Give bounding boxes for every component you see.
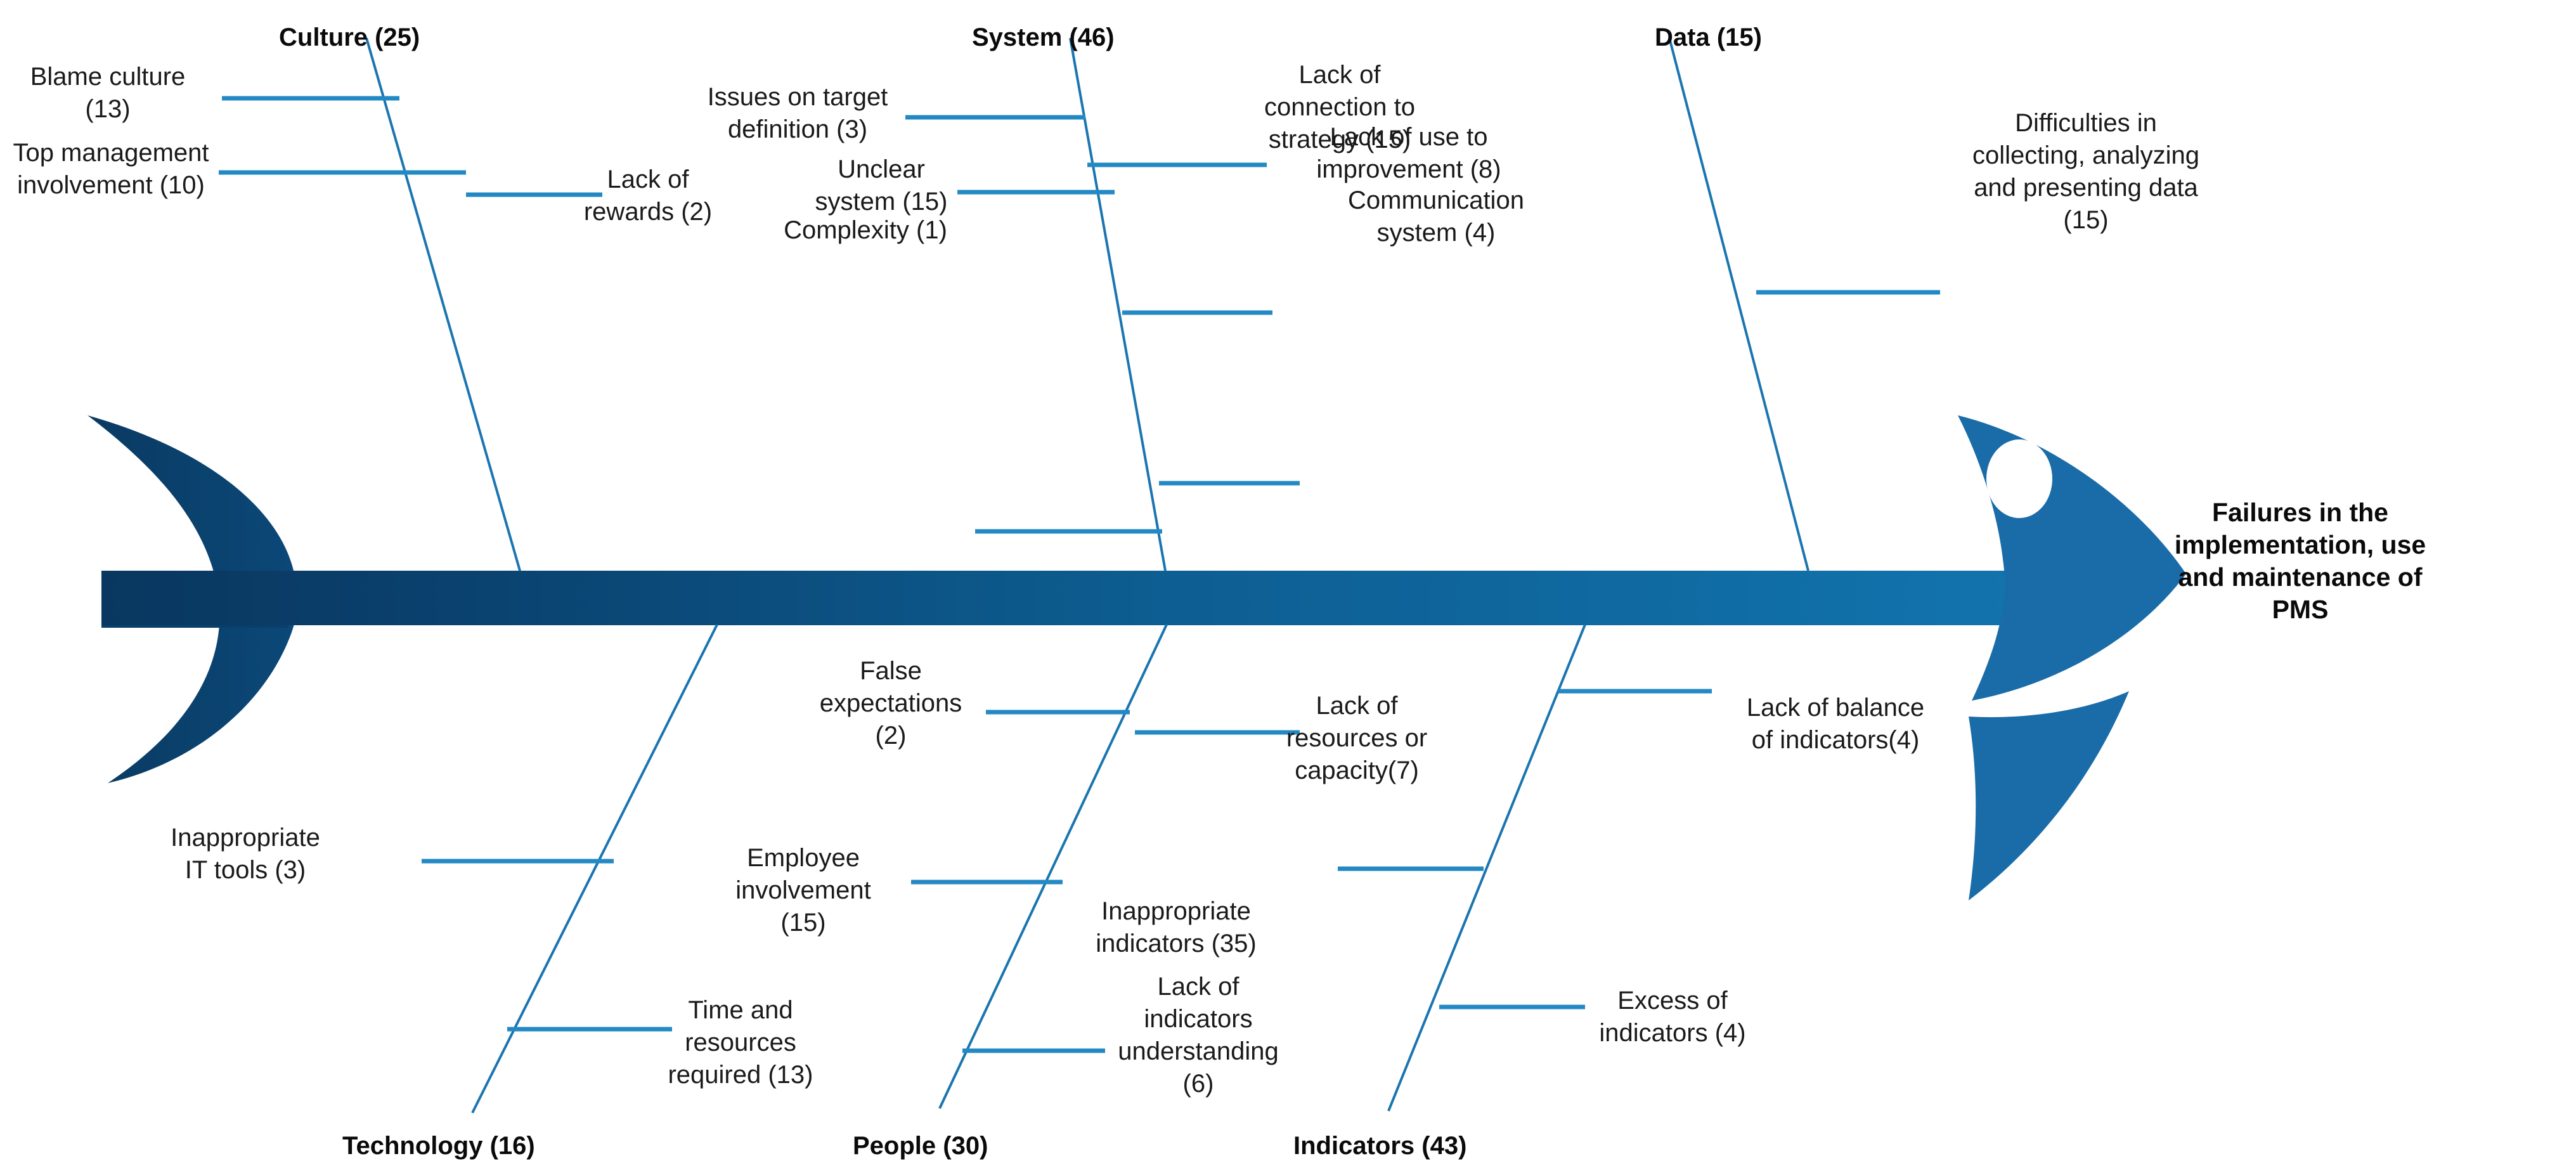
category-label-people: People (30) (853, 1132, 988, 1160)
cause-label-line: Time and (688, 996, 793, 1024)
cause-label-culture-2: Lack of rewards (2) (584, 166, 712, 226)
cause-label-line: of indicators(4) (1752, 726, 1920, 754)
cause-label-people-0: False expectations (2) (820, 657, 962, 750)
cause-label-line: Communication (1348, 186, 1524, 214)
cause-label-line: Excess of (1617, 987, 1728, 1015)
cause-label-culture-0: Blame culture (13) (30, 63, 186, 123)
cause-label-line: system (15) (815, 188, 948, 216)
cause-label-system-5: Complexity (1) (784, 216, 947, 244)
cause-label-line: and presenting data (1974, 174, 2198, 202)
effect-label-line-3: PMS (2272, 595, 2329, 624)
category-bone-data[interactable] (1668, 37, 1809, 571)
cause-label-indicators-1: Lack of balance of indicators(4) (1747, 694, 1924, 754)
cause-label-line: expectations (820, 689, 962, 717)
cause-label-indicators-2: Inappropriate indicators (35) (1096, 897, 1256, 958)
cause-label-system-1: Lack of connection to strategy (15) (1264, 61, 1415, 153)
fish-spine (101, 571, 2042, 625)
cause-label-line: Difficulties in (2015, 109, 2157, 137)
cause-label-line: Complexity (1) (784, 216, 947, 244)
cause-label-people-2: Lack of indicators understanding (6) (1118, 973, 1279, 1098)
category-bone-technology[interactable] (471, 624, 718, 1113)
cause-label-line: Unclear (838, 155, 925, 183)
cause-label-line: Lack of balance (1747, 694, 1924, 722)
cause-label-system-0: Issues on target definition (3) (708, 83, 888, 143)
cause-label-line: system (4) (1377, 219, 1496, 247)
cause-label-line: (15) (780, 909, 825, 937)
category-label-technology: Technology (16) (342, 1132, 535, 1160)
cause-label-line: Lack of use to (1330, 123, 1487, 151)
cause-label-line: Inappropriate (1101, 897, 1251, 925)
category-label-indicators: Indicators (43) (1293, 1132, 1466, 1160)
cause-label-system-2: Unclear system (15) (815, 155, 948, 216)
cause-label-line: strategy (15) (1269, 126, 1411, 153)
cause-label-line: collecting, analyzing (1972, 141, 2199, 169)
cause-label-line: False (860, 657, 922, 685)
category-bone-people[interactable] (938, 624, 1168, 1109)
cause-label-line: Lack of (1316, 692, 1399, 720)
category-bone-system[interactable] (1069, 37, 1167, 571)
cause-label-line: rewards (2) (584, 198, 712, 226)
fish-head (1958, 415, 2186, 900)
cause-label-line: (2) (876, 722, 907, 750)
cause-label-line: Lack of (1299, 61, 1382, 89)
cause-label-line: involvement (735, 876, 871, 904)
cause-label-line: Lack of (1158, 973, 1240, 1001)
cause-label-line: Top management (13, 139, 209, 167)
text-layer: Culture (25) Blame culture (13) Top managem… (13, 23, 2199, 1160)
cause-label-line: resources (685, 1029, 796, 1056)
cause-label-system-4: Communication system (4) (1348, 186, 1524, 247)
cause-label-line: indicators (4) (1599, 1019, 1745, 1047)
cause-label-line: involvement (10) (17, 171, 205, 199)
cause-label-line: Employee (747, 844, 860, 872)
cause-label-line: indicators (35) (1096, 930, 1256, 958)
effect-label-line-2: and maintenance of (2178, 562, 2422, 592)
cause-label-line: Lack of (607, 166, 690, 193)
cause-label-line: IT tools (3) (185, 856, 306, 884)
bones-layer (219, 37, 1940, 1113)
category-label-culture: Culture (25) (279, 23, 420, 51)
cause-label-line: improvement (8) (1316, 155, 1501, 183)
cause-label-line: Blame culture (30, 63, 186, 91)
cause-label-system-3: Lack of use to improvement (8) (1316, 123, 1501, 183)
cause-label-people-1: Employee involvement (15) (735, 844, 871, 937)
cause-label-line: capacity(7) (1295, 756, 1419, 784)
effect-label-line-0: Failures in the (2212, 498, 2388, 527)
category-label-system: System (46) (972, 23, 1115, 51)
cause-label-line: indicators (1144, 1005, 1252, 1033)
cause-label-line: connection to (1264, 93, 1415, 121)
cause-label-line: (13) (85, 95, 130, 123)
cause-label-culture-1: Top management involvement (10) (13, 139, 209, 199)
category-bone-indicators[interactable] (1387, 624, 1586, 1112)
cause-label-line: Inappropriate (171, 824, 320, 852)
cause-label-data-0: Difficulties in collecting, analyzing and … (1972, 109, 2199, 234)
cause-label-line: resources or (1286, 724, 1427, 752)
cause-label-line: (15) (2063, 206, 2108, 234)
effect-label-group: Failures in the implementation, use and … (2175, 498, 2426, 624)
cause-label-line: (6) (1183, 1070, 1214, 1098)
cause-label-line: definition (3) (728, 115, 867, 143)
cause-label-technology-1: Time and resources required (13) (668, 996, 813, 1089)
cause-label-indicators-0: Lack of resources or capacity(7) (1286, 692, 1427, 784)
cause-label-indicators-3: Excess of indicators (4) (1599, 987, 1745, 1047)
cause-label-line: understanding (1118, 1037, 1279, 1065)
effect-label-line-1: implementation, use (2175, 530, 2426, 559)
cause-label-technology-0: Inappropriate IT tools (3) (171, 824, 320, 884)
cause-label-line: Issues on target (708, 83, 888, 111)
category-bone-culture[interactable] (365, 37, 521, 571)
cause-label-line: required (13) (668, 1061, 813, 1089)
category-label-data: Data (15) (1655, 23, 1762, 51)
